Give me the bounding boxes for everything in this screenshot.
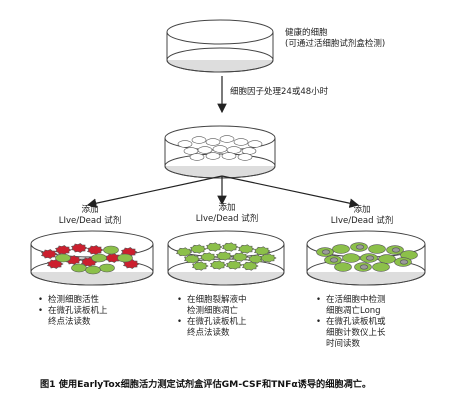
live-cell [85, 265, 101, 275]
live-cell [99, 263, 115, 273]
cell [219, 135, 235, 143]
live-cell [372, 262, 390, 272]
add-reagent-label-right: 添加 LIve/Dead 试剂 [322, 205, 402, 227]
live-cell [237, 244, 255, 254]
live-cell [342, 253, 360, 263]
cell-cluster [316, 242, 418, 272]
live-cell [175, 247, 193, 257]
add-text: 添加 [81, 205, 99, 215]
cell [205, 138, 221, 146]
healthy-cells-label: 健康的细胞 (可通过活细胞试剂盒检测) [285, 28, 385, 50]
dead-cell [40, 249, 58, 259]
healthy-cells-dish [166, 19, 274, 73]
cell [212, 145, 228, 153]
dish-viability [30, 230, 154, 286]
live-cell [215, 251, 233, 261]
cell-nucleus [391, 247, 401, 253]
cell [237, 153, 253, 161]
treatment-label: 细胞因子处理24或48小时 [230, 87, 329, 97]
live-cell [247, 254, 265, 264]
dead-cell [54, 245, 72, 255]
cell [205, 152, 221, 160]
live-cell [199, 252, 217, 262]
cell [221, 152, 237, 160]
live-cell [225, 260, 243, 270]
live-cell [241, 261, 259, 271]
cell-nucleus [321, 249, 331, 255]
dish-apoptosis-lysate [167, 230, 285, 286]
dead-cell [70, 243, 88, 253]
reagent-text: LIve/Dead 试剂 [58, 216, 122, 226]
live-cell [205, 242, 223, 252]
live-cell [117, 253, 133, 263]
live-cell [259, 253, 277, 263]
add-reagent-label-center: 添加 LIve/Dead 试剂 [187, 203, 267, 225]
live-cell [378, 254, 396, 264]
dish-apoptosis-live [306, 230, 426, 286]
cell-nucleus [399, 259, 409, 265]
add-reagent-label-left: 添加 LIve/Dead 试剂 [50, 205, 130, 227]
cell-nucleus [359, 264, 369, 270]
live-cell [71, 263, 87, 273]
live-cell [55, 253, 71, 263]
bullet-item: 检测细胞活性 [38, 295, 108, 306]
live-cell [209, 260, 227, 270]
branch-arrow-left [86, 175, 223, 208]
live-cell [189, 244, 207, 254]
cell [177, 140, 193, 148]
live-cell [253, 246, 271, 256]
add-text: 添加 [353, 205, 371, 215]
live-cell [191, 261, 209, 271]
cell-nucleus [365, 255, 375, 261]
cell [233, 138, 249, 146]
cell [197, 146, 213, 154]
live-cell [91, 253, 107, 263]
add-text: 添加 [218, 203, 236, 213]
live-cell [183, 254, 201, 264]
treated-cells-dish [164, 125, 276, 179]
healthy-cells-note: (可通过活细胞试剂盒检测) [285, 39, 386, 49]
cell-nucleus [329, 257, 339, 263]
cell-nucleus [355, 244, 365, 250]
cell-cluster [175, 242, 277, 271]
live-cell [231, 252, 249, 262]
branch-arrow-right [221, 175, 360, 208]
live-cell [368, 244, 386, 254]
live-cell [103, 245, 119, 255]
cell-cluster [177, 135, 263, 161]
live-cell [332, 244, 350, 254]
reagent-text: LIve/Dead 试剂 [330, 216, 394, 226]
figure-caption: 图1 使用EarlyTox细胞活力测定试剂盒评估GM-CSF和TNFα诱导的细胞… [40, 379, 372, 390]
cell [191, 136, 207, 144]
dead-cell [86, 245, 104, 255]
cell [247, 140, 263, 148]
reagent-text: LIve/Dead 试剂 [195, 214, 259, 224]
cell-cluster [40, 243, 140, 275]
cell [189, 153, 205, 161]
healthy-cells-title: 健康的细胞 [285, 28, 328, 38]
live-cell [334, 262, 352, 272]
live-cell [221, 242, 239, 252]
